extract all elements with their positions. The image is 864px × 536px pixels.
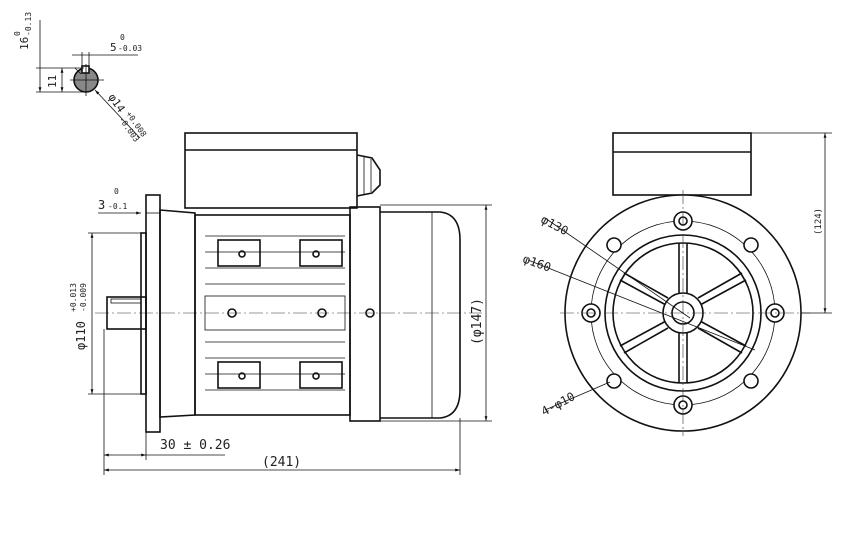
flange-diameter-label: φ160: [521, 252, 553, 275]
rear-end-shield: [349, 206, 381, 422]
height-label: (124): [814, 208, 824, 235]
tol-upper: 0: [120, 33, 125, 42]
key-width-label: 5: [110, 41, 117, 54]
cooling-fins: [204, 235, 346, 391]
terminal-box-front: [612, 132, 752, 196]
fan-cover: [380, 211, 461, 419]
spigot-diameter-label: φ110: [74, 321, 88, 350]
terminal-box: [184, 132, 358, 209]
side-view: φ110 +0.013 -0.009 3 0 -0.1 30 ± 0.26 (2…: [69, 132, 492, 475]
key: [110, 298, 142, 304]
shaft-section-detail: 16 0 -0.13 5 0 -0.03 11 φ14 +0.008 -0.00…: [13, 12, 148, 144]
pcd-label: φ130: [539, 212, 571, 238]
key-height-label: 16: [18, 37, 31, 50]
flange-offset-label: 3: [98, 198, 105, 212]
body-diameter-label: (φ147): [470, 298, 485, 345]
tol-lower: -0.1: [108, 202, 127, 211]
overall-length-label: (241): [262, 455, 301, 470]
shaft-length-label: 30 ± 0.26: [160, 438, 230, 453]
cable-gland: [356, 154, 381, 197]
front-end-shield: [159, 209, 196, 418]
front-view: φ130 φ160 4-φ10 (124): [521, 132, 832, 436]
tol-lower: -0.009: [79, 283, 88, 312]
mounting-feet: [217, 239, 343, 389]
tol-lower: -0.03: [118, 44, 142, 53]
flange: [145, 194, 161, 433]
tol-upper: 0: [114, 187, 119, 196]
key-depth-label: 11: [46, 75, 59, 88]
holes-label: 4-φ10: [539, 389, 577, 418]
tol-upper: +0.013: [69, 283, 78, 312]
tol-upper: 0: [13, 31, 22, 36]
shaft-diameter-label: φ14: [106, 91, 128, 115]
tol-lower: -0.13: [24, 12, 33, 36]
